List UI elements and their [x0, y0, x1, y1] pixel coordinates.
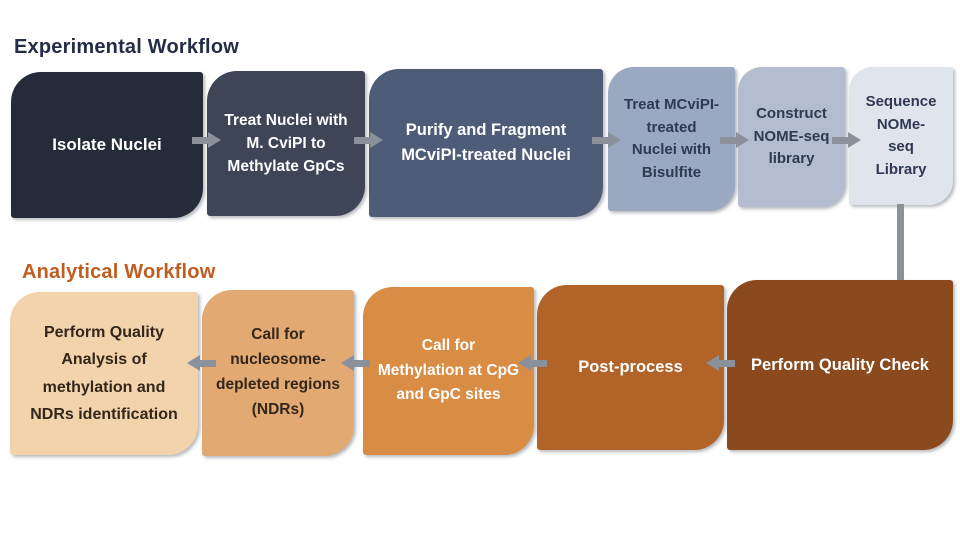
step-construct-library: Construct NOME-seq library: [738, 67, 845, 207]
step-call-ndrs: Call for nucleosome- depleted regions (N…: [202, 290, 354, 456]
arrow-left-icon: [187, 355, 216, 371]
step-treat-nuclei-mcvipi: Treat Nuclei with M. CviPI to Methylate …: [207, 71, 365, 216]
arrow-right-icon: [720, 132, 749, 148]
step-label: Purify and Fragment MCviPI-treated Nucle…: [401, 121, 571, 164]
step-label: Treat MCviPI- treated Nuclei with Bisulf…: [623, 96, 720, 181]
step-label: Post-process: [578, 358, 683, 376]
arrow-right-icon: [592, 132, 621, 148]
step-call-methylation: Call for Methylation at CpG and GpC site…: [363, 287, 534, 455]
arrow-right-icon: [354, 132, 383, 148]
step-label: Perform Quality Check: [751, 355, 929, 374]
arrow-left-icon: [706, 355, 735, 371]
step-label: Sequence NOMe- seq Library: [865, 93, 937, 178]
step-quality-analysis: Perform Quality Analysis of methylation …: [10, 292, 198, 455]
step-post-process: Post-process: [537, 285, 724, 450]
step-label: Treat Nuclei with M. CviPI to Methylate …: [224, 111, 348, 176]
arrow-left-icon: [518, 355, 547, 371]
step-quality-check: Perform Quality Check: [727, 280, 953, 450]
arrow-right-icon: [832, 132, 861, 148]
experimental-workflow-title: Experimental Workflow: [14, 36, 239, 58]
step-label: Perform Quality Analysis of methylation …: [30, 324, 178, 423]
step-purify-fragment: Purify and Fragment MCviPI-treated Nucle…: [369, 69, 603, 217]
analytical-workflow-title: Analytical Workflow: [22, 261, 216, 283]
step-isolate-nuclei: Isolate Nuclei: [11, 72, 203, 218]
arrow-right-icon: [192, 132, 221, 148]
arrow-left-icon: [341, 355, 370, 371]
step-label: Isolate Nuclei: [52, 134, 162, 154]
step-label: Call for nucleosome- depleted regions (N…: [215, 326, 341, 418]
step-bisulfite-treatment: Treat MCviPI- treated Nuclei with Bisulf…: [608, 67, 735, 211]
step-sequence-library: Sequence NOMe- seq Library: [849, 67, 953, 205]
step-label: Call for Methylation at CpG and GpC site…: [377, 336, 520, 404]
step-label: Construct NOME-seq library: [753, 105, 830, 168]
